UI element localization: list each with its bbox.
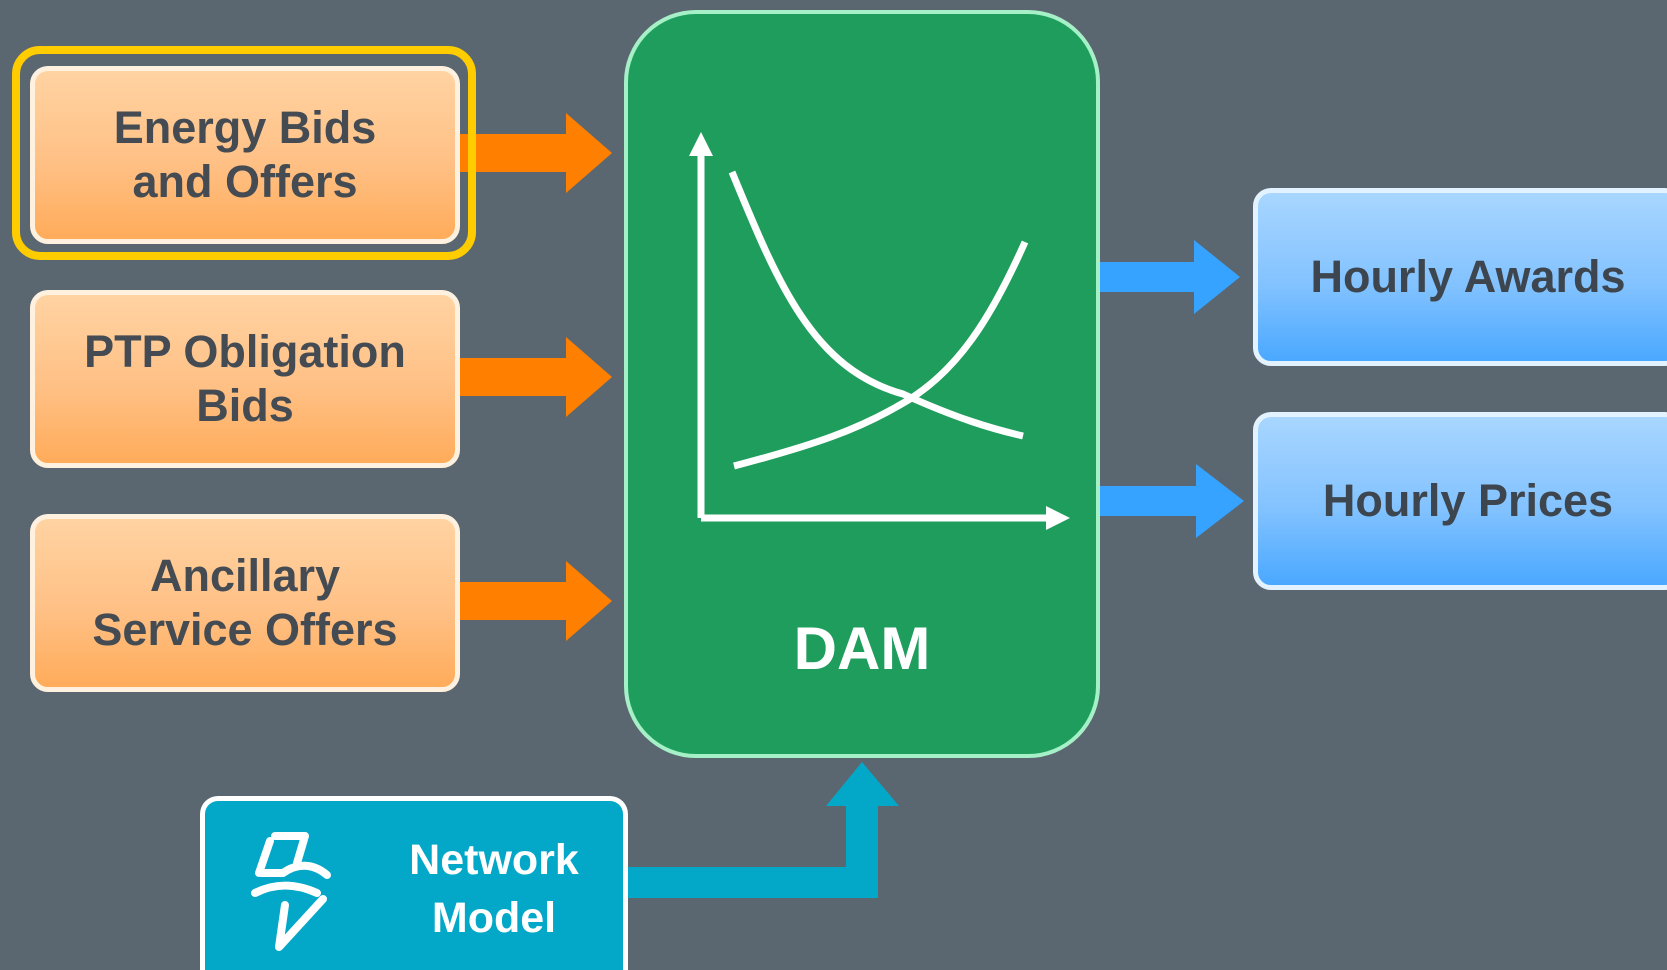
ancillary-line-1: Ancillary: [149, 550, 341, 601]
hourly-prices-label: Hourly Prices: [1322, 475, 1614, 526]
selection-highlight: [12, 46, 476, 260]
energy-bids-line-2: and Offers: [132, 156, 358, 207]
network-arrow: [626, 762, 899, 898]
demand-curve: [728, 170, 1024, 440]
dam-box[interactable]: DAM: [624, 10, 1100, 758]
ptp-bids-box[interactable]: PTP Obligation Bids: [30, 290, 460, 468]
ancillary-arrow: [455, 561, 612, 641]
ptp-bids-arrow: [455, 337, 612, 417]
prices-arrow: [1100, 464, 1244, 538]
network-label-line-1: Network: [409, 836, 579, 884]
awards-arrow: [1100, 240, 1240, 314]
ptp-bids-line-2: Bids: [196, 380, 294, 431]
network-model-label: Network Model: [365, 831, 623, 947]
ancillary-box[interactable]: Ancillary Service Offers: [30, 514, 460, 692]
y-axis-arrowhead: [689, 132, 713, 156]
energy-bids-arrow: [455, 113, 612, 193]
supply-curve: [733, 240, 1029, 470]
supply-demand-chart-icon: [689, 132, 1070, 530]
x-axis-arrowhead: [1046, 506, 1070, 530]
ptp-bids-line-1: PTP Obligation: [84, 326, 406, 377]
network-label-line-2: Model: [431, 894, 557, 943]
hourly-awards-label: Hourly Awards: [1310, 251, 1626, 302]
dam-label: DAM: [793, 615, 931, 682]
ancillary-line-2: Service Offers: [92, 604, 398, 655]
hourly-prices-box[interactable]: Hourly Prices: [1253, 412, 1667, 590]
hourly-awards-box[interactable]: Hourly Awards: [1253, 188, 1667, 366]
energy-bids-line-1: Energy Bids: [113, 102, 377, 153]
energy-bids-box[interactable]: Energy Bids and Offers: [30, 66, 460, 244]
lightning-flow-icon: [251, 832, 331, 951]
network-model-box[interactable]: Network Model: [200, 796, 628, 970]
